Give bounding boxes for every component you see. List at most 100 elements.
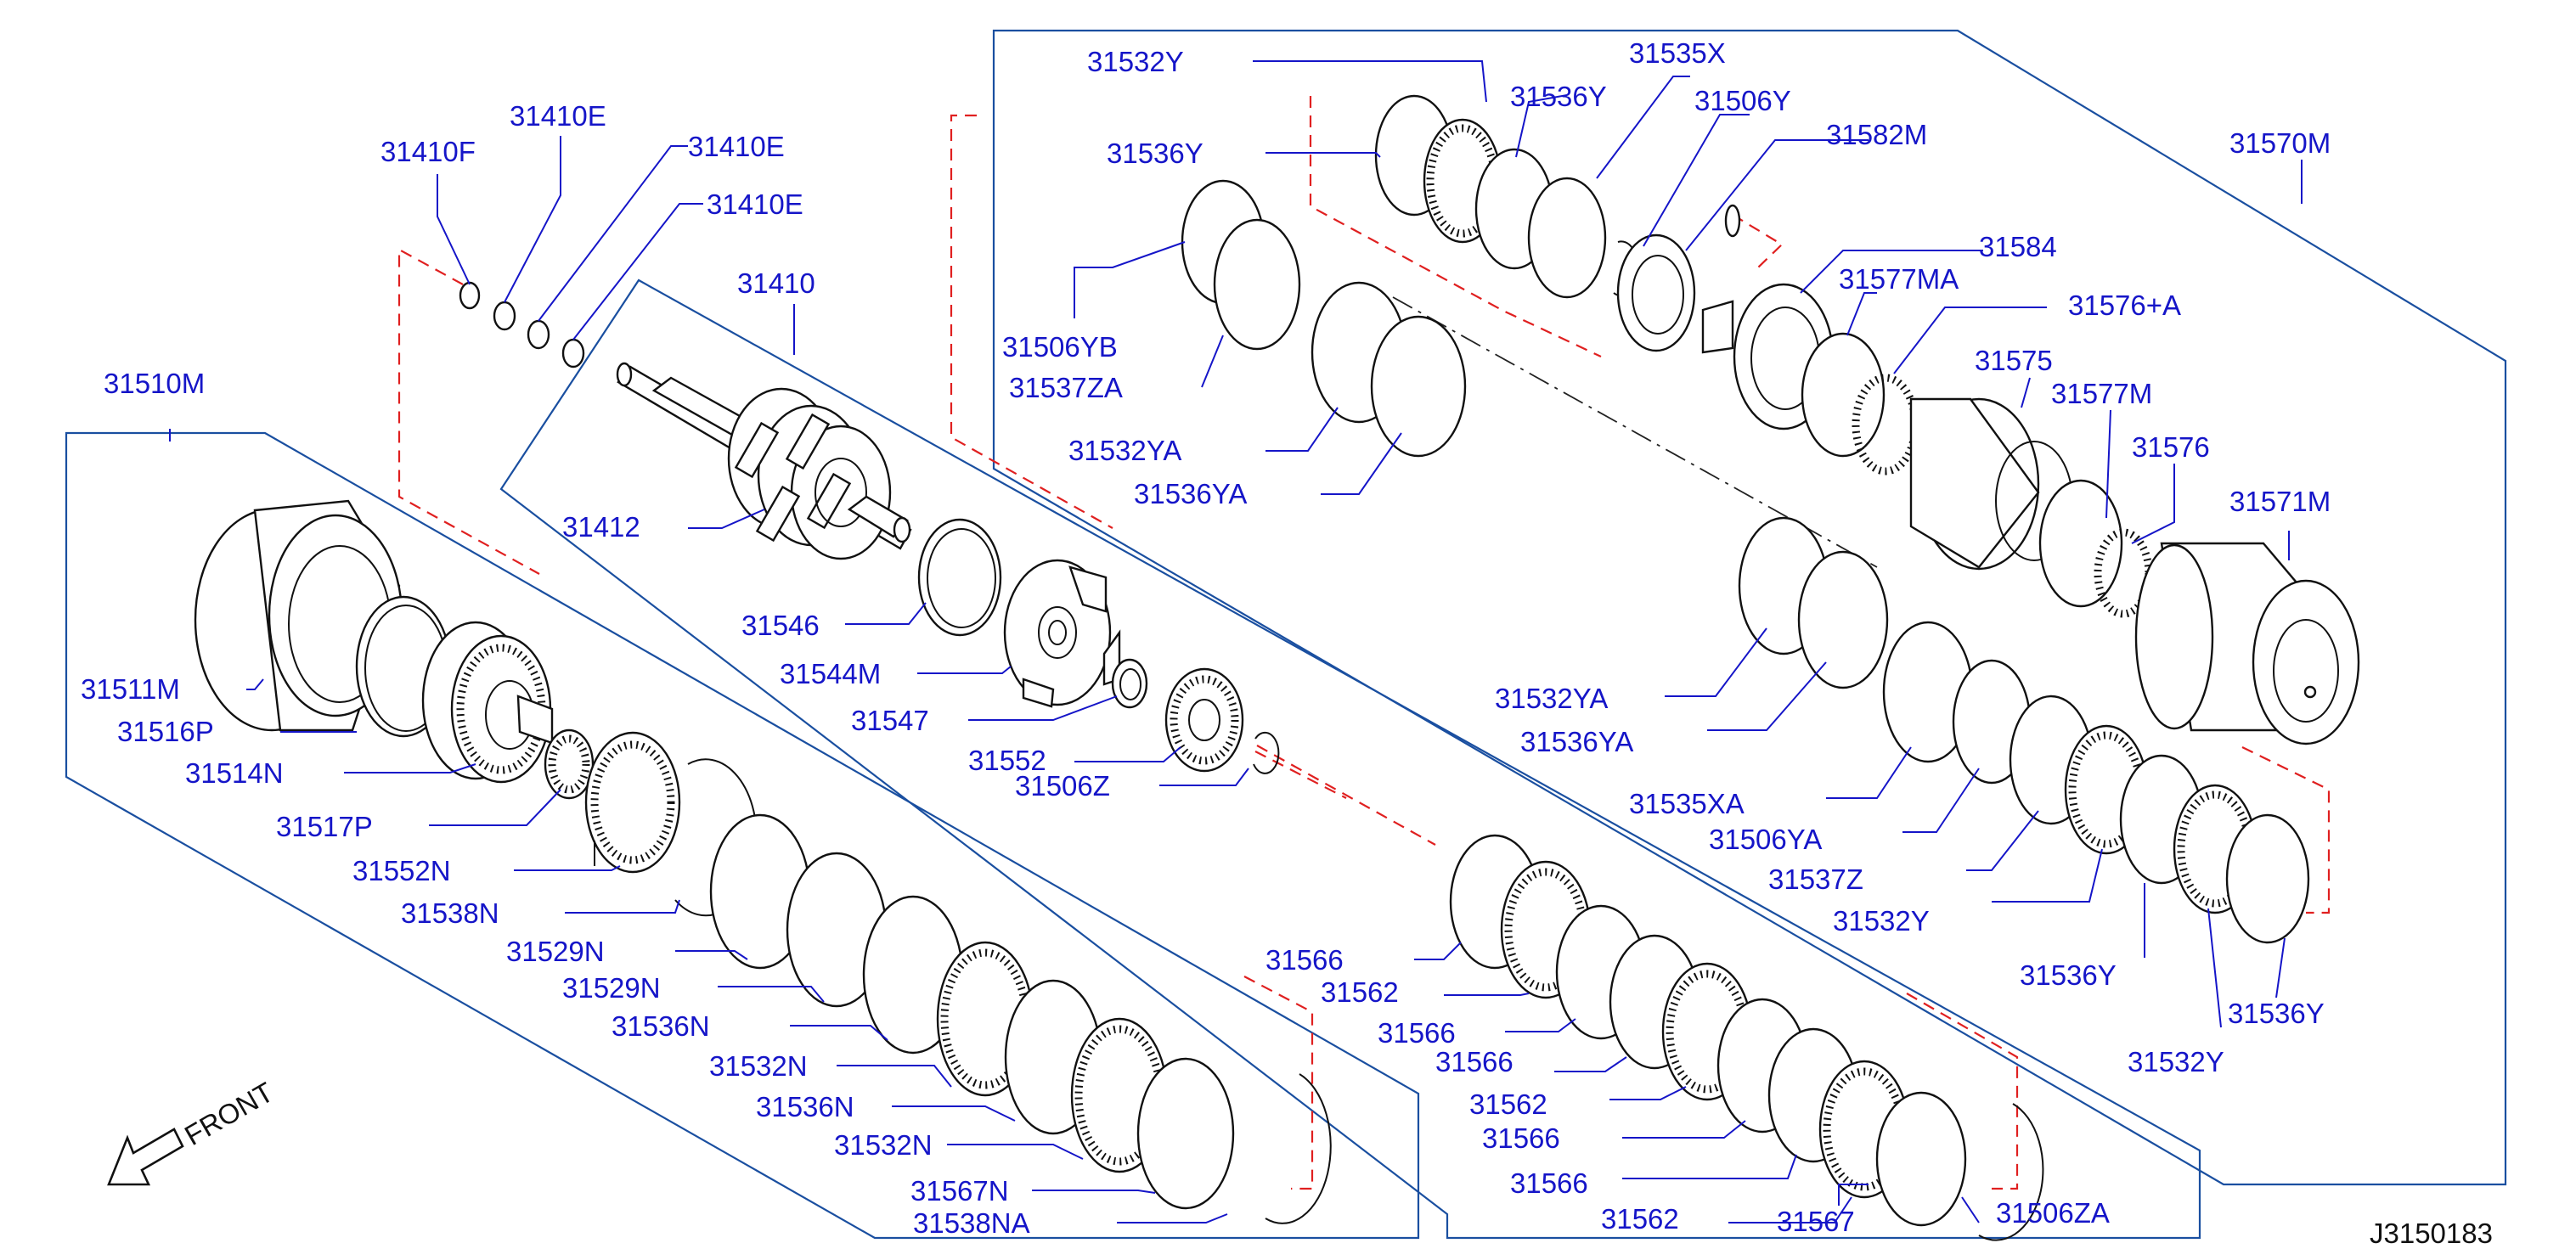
callout-31412: 31412	[562, 511, 640, 543]
callout-31536y-top-right: 31536Y	[1510, 81, 1607, 112]
drum-31575	[1909, 397, 2073, 571]
callout-31575: 31575	[1975, 345, 2053, 376]
piston-31514n	[421, 621, 554, 784]
callout-31538na: 31538NA	[913, 1207, 1030, 1239]
ring-31546	[917, 518, 1002, 637]
callout-31532y-top: 31532Y	[1087, 46, 1184, 77]
callout-31577ma: 31577MA	[1839, 263, 1959, 295]
callout-31532ya-1: 31532YA	[1068, 435, 1181, 466]
assembly-path-spring	[1732, 214, 1784, 268]
callout-31532y-bottom: 31532Y	[2128, 1046, 2224, 1077]
group-outlines	[65, 29, 2507, 1240]
assembly-path-input-seals	[397, 248, 540, 575]
callout-31506yb: 31506YB	[1002, 331, 1118, 363]
callout-31562-1: 31562	[1321, 976, 1399, 1008]
callout-31410: 31410	[737, 267, 815, 299]
assembly-path-rear-pack	[1254, 751, 1347, 799]
callout-31532n-2: 31532N	[834, 1129, 933, 1161]
callout-31582m: 31582M	[1826, 119, 1927, 150]
callout-31532y-mid: 31532Y	[1833, 905, 1930, 937]
callout-31584: 31584	[1979, 231, 2057, 262]
seal-ring-31410e-c	[561, 338, 585, 368]
bearing-31552	[1164, 667, 1244, 773]
input-shaft-assembly	[616, 362, 912, 560]
callout-31532n-1: 31532N	[709, 1050, 808, 1082]
drum-31511m	[194, 499, 403, 732]
callout-31552n: 31552N	[352, 855, 451, 886]
plate-31536y-b	[2225, 813, 2310, 944]
callout-31535xa: 31535XA	[1629, 788, 1745, 819]
callout-31537za: 31537ZA	[1009, 372, 1123, 403]
assembly-path-forward-pack	[2241, 746, 2331, 914]
callout-31570m: 31570M	[2229, 127, 2331, 159]
callout-31566-5: 31566	[1510, 1167, 1588, 1199]
callout-31506za: 31506ZA	[1996, 1197, 2110, 1229]
plate-31536ya-a	[1370, 315, 1467, 458]
callout-31517p: 31517P	[276, 811, 373, 842]
drum-31571m	[2134, 542, 2360, 745]
callout-31536ya-1: 31536YA	[1134, 478, 1247, 509]
callout-31535x: 31535X	[1629, 37, 1726, 69]
callout-31566-4: 31566	[1482, 1122, 1560, 1154]
callout-31536n-1: 31536N	[612, 1010, 710, 1042]
diagram-reference-id: J3150183	[2370, 1218, 2493, 1249]
callout-31516p: 31516P	[117, 716, 214, 747]
ring-31577m	[2038, 479, 2123, 608]
callout-31576a: 31576+A	[2068, 290, 2181, 321]
assembly-path-high-clutch	[1309, 96, 1602, 357]
snap-ring-31506za	[1978, 1103, 2044, 1241]
callout-31537z: 31537Z	[1768, 863, 1863, 895]
callout-31514n: 31514N	[185, 757, 284, 789]
seal-ring-31410f	[459, 281, 481, 310]
retainer-31552n	[584, 731, 681, 874]
assembly-path-front-clutch	[950, 114, 1113, 529]
callout-31529n-2: 31529N	[562, 972, 661, 1004]
group-outline-31570m	[992, 29, 2507, 1186]
callout-31506y: 31506Y	[1694, 85, 1791, 116]
ring-31577ma	[1801, 332, 1885, 458]
snap-ring-31506z	[1253, 731, 1280, 774]
callout-31536ya-2: 31536YA	[1520, 726, 1633, 757]
front-arrow-icon	[107, 1128, 184, 1186]
callout-31577m: 31577M	[2051, 378, 2152, 409]
front-label: FRONT	[179, 1076, 279, 1151]
spring-31584	[1724, 204, 1741, 238]
seal-ring-31410e-b	[527, 319, 550, 350]
callout-31566-1: 31566	[1265, 944, 1344, 976]
plate-31537za	[1213, 218, 1301, 351]
callout-31511m: 31511M	[81, 673, 180, 705]
assembly-paths	[397, 96, 2331, 1190]
callout-31410e-2: 31410E	[688, 131, 785, 162]
callout-31410e-3: 31410E	[707, 188, 803, 220]
callout-31536y-mid: 31536Y	[2020, 959, 2117, 991]
callout-31410e-1: 31410E	[510, 100, 606, 132]
plate-31535x	[1527, 177, 1607, 299]
callout-31562-2: 31562	[1469, 1088, 1547, 1120]
callout-31506z: 31506Z	[1015, 770, 1110, 802]
callout-31510m: 31510M	[104, 368, 205, 399]
callout-31571m: 31571M	[2229, 486, 2331, 517]
assembly-path-reverse-pack	[1243, 976, 1314, 1190]
plate-31567	[1875, 1091, 1967, 1227]
callout-31538n: 31538N	[401, 897, 499, 929]
plate-31567n	[1136, 1057, 1235, 1210]
callout-31576: 31576	[2132, 431, 2210, 463]
callout-31562-3: 31562	[1601, 1203, 1679, 1235]
callout-31547: 31547	[851, 705, 929, 736]
carrier-31544m	[1003, 559, 1121, 708]
group-outline-31510m	[65, 431, 1420, 1240]
assembly-path-snap-ring	[1256, 745, 1436, 846]
leader-lines	[169, 60, 2303, 1223]
callout-31546: 31546	[741, 610, 820, 641]
callout-31410f: 31410F	[380, 136, 476, 167]
plate-31536ya-b	[1797, 550, 1889, 689]
callout-31536y-right: 31536Y	[2228, 998, 2325, 1029]
callout-31567: 31567	[1777, 1206, 1855, 1237]
callout-31544m: 31544M	[780, 658, 881, 689]
parts	[194, 94, 2360, 1241]
callout-31552: 31552	[968, 745, 1046, 776]
callout-31536y-top-left: 31536Y	[1107, 138, 1203, 169]
seal-ring-31410e-a	[493, 301, 516, 331]
callout-31566-3: 31566	[1435, 1046, 1513, 1077]
